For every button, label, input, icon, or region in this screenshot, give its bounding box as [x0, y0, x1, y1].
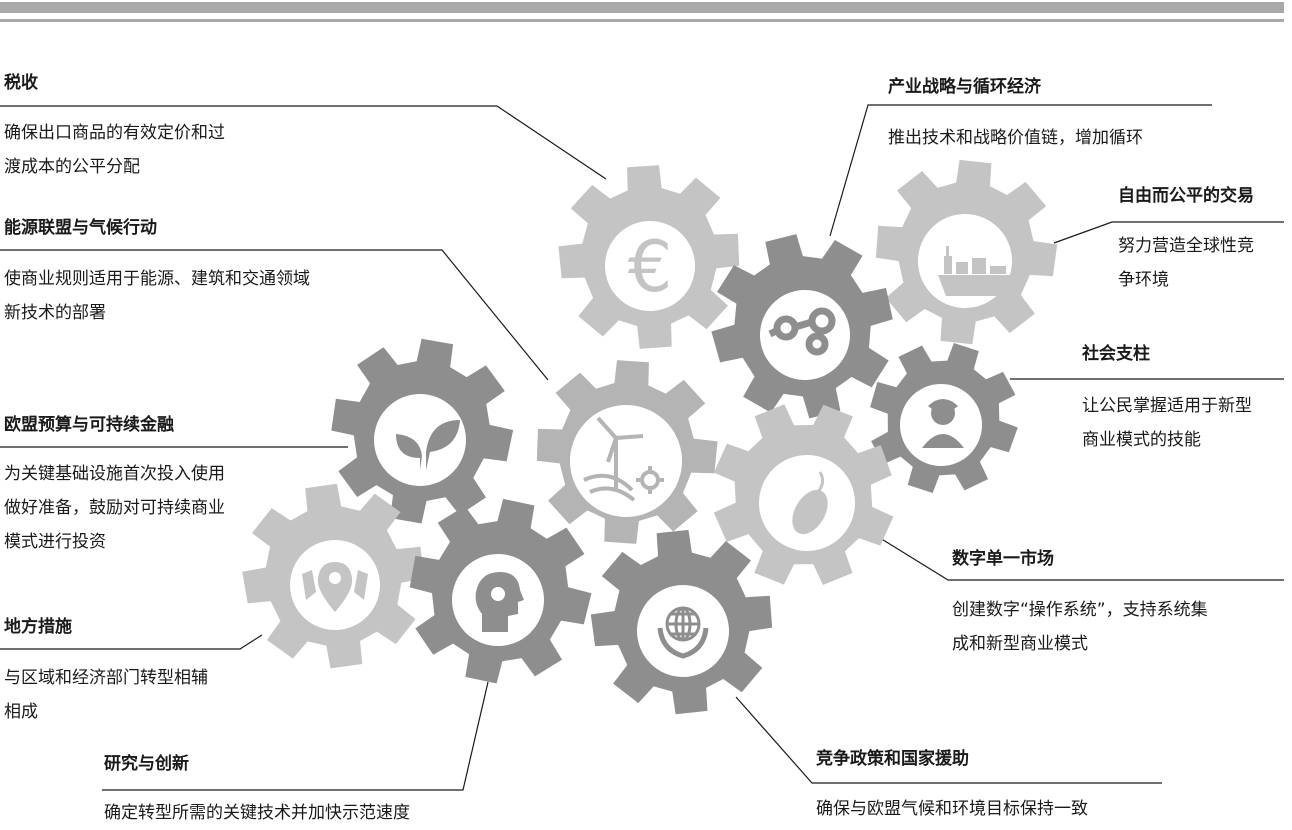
title-social: 社会支柱 — [1082, 344, 1150, 364]
header-bar-thin — [0, 19, 1284, 22]
desc-trade-1: 努力营造全球性竞 — [1118, 236, 1254, 256]
title-trade: 自由而公平的交易 — [1118, 186, 1254, 206]
desc-trade-2: 争环境 — [1118, 270, 1169, 290]
connector-local — [0, 634, 263, 650]
connector-lines — [0, 104, 1284, 791]
connector-trade — [1053, 221, 1284, 244]
connector-digital — [879, 537, 1284, 581]
connector-industry — [829, 104, 1212, 237]
euro-icon: € — [628, 226, 673, 308]
connector-competition — [735, 696, 1162, 784]
connector-energy — [0, 249, 549, 381]
leaf-icon — [396, 420, 460, 470]
connector-tax — [0, 105, 607, 180]
globe-hands-icon — [657, 606, 709, 659]
steam-icon — [768, 307, 836, 356]
title-industry: 产业战略与循环经济 — [888, 77, 1041, 97]
desc-budget-1: 为关键基础设施首次投入使用 — [4, 464, 225, 484]
title-energy: 能源联盟与气候行动 — [4, 218, 157, 238]
desc-tax-2: 渡成本的公平分配 — [4, 157, 140, 177]
desc-tax-1: 确保出口商品的有效定价和过 — [4, 123, 225, 143]
header-bar-thick — [0, 2, 1284, 13]
desc-social-1: 让公民掌握适用于新型 — [1082, 396, 1252, 416]
mouse-icon — [792, 471, 828, 535]
connector-research — [102, 681, 489, 791]
idea-head-icon — [475, 572, 524, 632]
title-tax: 税收 — [4, 73, 38, 93]
title-local: 地方措施 — [4, 617, 72, 637]
desc-energy-1: 使商业规则适用于能源、建筑和交通领域 — [4, 269, 310, 289]
gear-wind — [530, 354, 723, 550]
gear-ship — [866, 152, 1065, 352]
desc-research-1: 确定转型所需的关键技术并加快示范速度 — [104, 803, 410, 823]
person-icon — [922, 399, 964, 448]
title-digital: 数字单一市场 — [952, 549, 1054, 569]
gear-euro — [553, 159, 746, 355]
gear-leaf — [317, 325, 526, 537]
wind-turbine-icon — [583, 416, 664, 502]
location-icon — [302, 562, 368, 612]
ship-icon — [938, 246, 1020, 296]
desc-competition-1: 确保与欧盟气候和环境目标保持一致 — [816, 799, 1088, 819]
desc-industry-1: 推出技术和战略价值链，增加循环 — [888, 128, 1143, 148]
desc-energy-2: 新技术的部署 — [4, 303, 106, 323]
title-budget: 欧盟预算与可持续金融 — [4, 415, 174, 435]
desc-digital-2: 成和新型商业模式 — [952, 634, 1088, 654]
desc-social-2: 商业模式的技能 — [1082, 430, 1201, 450]
desc-budget-2: 做好准备，鼓励对可持续商业 — [4, 498, 225, 518]
desc-local-2: 相成 — [4, 702, 38, 722]
desc-local-1: 与区域和经济部门转型相辅 — [4, 668, 208, 688]
desc-digital-1: 创建数字“操作系统”，支持系统集 — [952, 600, 1208, 620]
desc-budget-3: 模式进行投资 — [4, 532, 106, 552]
title-research: 研究与创新 — [104, 754, 189, 774]
title-competition: 竞争政策和国家援助 — [816, 749, 969, 769]
